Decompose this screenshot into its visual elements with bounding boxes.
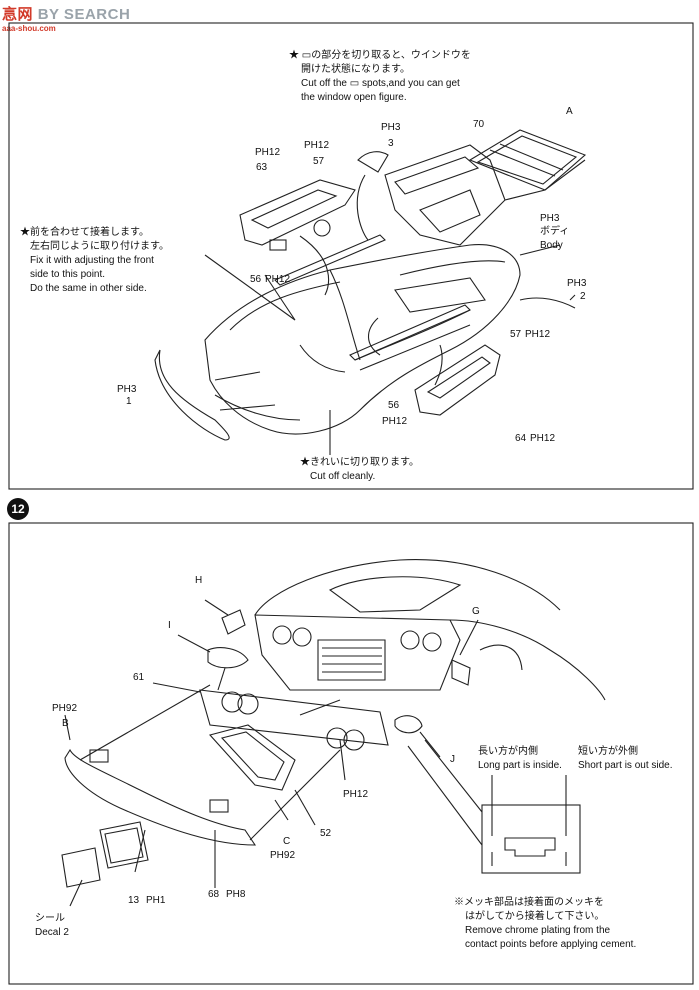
callout-part-56-lower: 56 [388,400,400,411]
callout-part-B: B [62,718,69,729]
part-1-bumper-trim [154,349,230,441]
note-chrome-plating: ※メッキ部品は接着面のメッキを はがしてから接着して下さい。 Remove ch… [454,896,636,952]
decal-label-jp: シール [35,913,65,924]
bottom-panel-border [8,522,694,985]
trim-strip-upper [274,234,386,286]
watermark-char-2: 网 [17,6,34,23]
note-window-line-3: Cut off the ▭ spots,and you can get [301,78,460,89]
note-long-jp: 長い方が内側 [478,746,538,757]
ref-ph8-68: PH8 [226,889,246,900]
callout-part-52: 52 [320,828,332,839]
ref-ph12-57b: PH12 [525,329,551,340]
callout-part-I: I [168,620,171,631]
ref-ph92-C: PH92 [270,850,296,861]
decal-label: シール Decal 2 [35,912,69,940]
note-window-cutoff: ★ ▭の部分を切り取ると、ウインドウを 開けた状態になります。 Cut off … [289,49,471,105]
note-front-fit: ★前を合わせて接着します。 左右同じように取り付けます。 Fix it with… [20,226,169,296]
callout-part-A: A [566,106,573,117]
watermark-logo: 悥网 BY SEARCH [2,3,130,24]
callout-part-57-upper: 57 [313,156,325,167]
note-front-line-5: Do the same in other side. [30,283,147,294]
part-2-trim [519,297,576,309]
ref-ph3-upper: PH3 [381,122,401,133]
ref-ph3-body: PH3 [540,213,560,224]
step-number-badge: 12 [7,498,29,520]
callout-part-61: 61 [133,672,145,683]
note-long-part: 長い方が内側 Long part is inside. [478,745,562,773]
callout-part-13: 13 [128,895,140,906]
note-short-jp: 短い方が外側 [578,746,638,757]
note-cut-line-1: ★きれいに切り取ります。 [300,457,419,468]
decal-plate [61,847,101,888]
part-52-grille [208,724,296,791]
note-front-line-4: side to this point. [30,269,106,280]
callout-part-68: 68 [208,889,220,900]
callout-part-J: J [450,754,455,765]
note-short-en: Short part is out side. [578,760,673,771]
part-G-lamp [451,659,471,686]
callout-part-C: C [283,836,291,847]
part-A-panel [468,129,587,201]
note-front-line-3: Fix it with adjusting the front [30,255,154,266]
callout-part-I3: 3 [388,138,394,149]
part-H-lamp [221,609,246,635]
callout-part-I1: 1 [126,396,132,407]
decal-number: 2 [63,927,69,938]
note-window-line-4: the window open figure. [301,92,407,103]
detail-inset [407,739,581,874]
ref-ph12-56: PH12 [265,274,291,285]
note-window-line-1: ★ ▭の部分を切り取ると、ウインドウを [289,50,471,61]
body-label: ボディ Body [540,225,569,253]
ref-ph12-57: PH12 [304,140,330,151]
ref-ph3-left: PH3 [117,384,137,395]
decal-label-en: Decal [35,927,61,938]
ref-ph12-64: PH12 [530,433,556,444]
note-chrome-line-3: Remove chrome plating from the [465,925,611,936]
part-J-lamp [394,715,423,734]
top-panel-border [8,22,694,490]
ref-ph12-56b: PH12 [382,416,408,427]
watermark-name: BY SEARCH [37,6,131,23]
note-chrome-line-2: はがしてから接着して下さい。 [465,911,605,922]
body-label-en: Body [540,240,563,251]
note-chrome-line-4: contact points before applying cement. [465,939,637,950]
car-rear-body [254,559,606,701]
note-long-en: Long part is inside. [478,760,562,771]
bumper-assembly [64,748,257,846]
callout-part-63: 63 [256,162,268,173]
part-64-panel [414,344,501,416]
note-cut-line-2: Cut off cleanly. [310,471,376,482]
ref-ph1-13: PH1 [146,895,166,906]
note-cut-cleanly: ★きれいに切り取ります。 Cut off cleanly. [300,456,419,484]
body-label-jp: ボディ [540,226,570,237]
ref-ph12-52: PH12 [343,789,369,800]
ref-ph92-B: PH92 [52,703,78,714]
ref-ph3-right: PH3 [567,278,587,289]
callout-part-H: H [195,575,203,586]
note-window-line-2: 開けた状態になります。 [301,64,410,75]
note-chrome-line-1: ※メッキ部品は接着面のメッキを [454,897,604,908]
callout-part-64: 64 [515,433,527,444]
callout-part-57-lower: 57 [510,329,522,340]
note-front-line-2: 左右同じように取り付けます。 [30,241,169,252]
trim-strip-lower [349,304,471,361]
license-plate-13 [99,821,149,869]
callout-part-70: 70 [473,119,485,130]
window-part-70 [384,144,506,246]
part-61-rear-panel [199,689,389,751]
note-short-part: 短い方が外側 Short part is out side. [578,745,673,773]
watermark-url: aaa-shou.com [2,24,56,33]
callout-part-I2: 2 [580,291,586,302]
part-I-lamp [207,647,249,669]
car-body-shell [204,244,521,435]
part-3-small [357,151,389,173]
watermark-char-1: 悥 [2,6,18,23]
part-63-panel [239,179,356,251]
note-front-line-1: ★前を合わせて接着します。 [20,227,149,238]
callout-part-56-upper: 56 [250,274,262,285]
callout-part-G: G [472,606,480,617]
ref-ph12-63: PH12 [255,147,281,158]
